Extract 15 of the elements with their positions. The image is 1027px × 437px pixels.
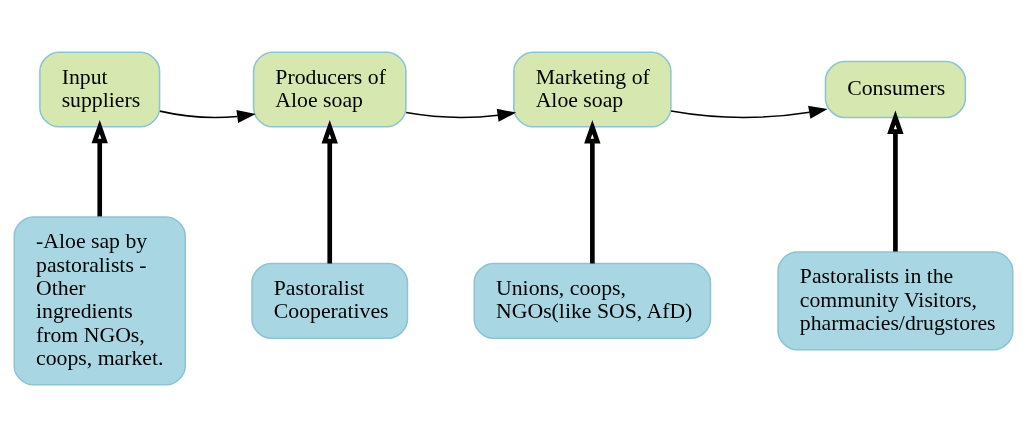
node-box: -Aloe sap by pastoralists - Other ingredients from NGOs, coops, market.	[13, 216, 186, 386]
node-box: Marketing of Aloe soap	[513, 51, 672, 128]
arrow	[887, 110, 904, 252]
node-box: Consumers	[824, 60, 967, 119]
node-box: Pastoralists in the community Visitors, pharmacies/drugstores	[777, 251, 1014, 351]
node-box: Pastoralist Cooperatives	[251, 262, 409, 339]
arrow	[584, 120, 601, 264]
node-box: Producers of Aloe soap	[252, 51, 407, 128]
arrow	[159, 109, 256, 123]
node-box: Unions, coops, NGOs(like SOS, AfD)	[473, 262, 712, 339]
arrow	[670, 105, 828, 119]
arrow	[91, 119, 108, 217]
arrow	[405, 108, 517, 122]
arrow	[321, 120, 338, 264]
node-box: Input suppliers	[39, 51, 161, 128]
